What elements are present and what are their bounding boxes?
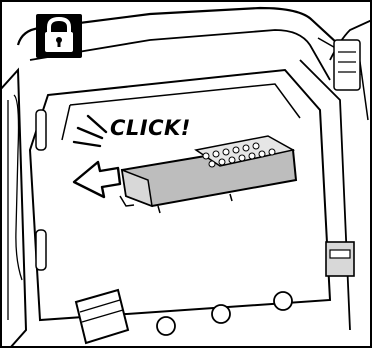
lock-keyhole-slot xyxy=(58,40,61,47)
floor-hole xyxy=(212,305,230,323)
right-latch xyxy=(334,40,360,90)
left-clip xyxy=(36,230,46,270)
floor-hole xyxy=(274,292,292,310)
floor-hole xyxy=(157,317,175,335)
left-clip xyxy=(36,110,46,150)
right-connector-slot xyxy=(330,250,350,258)
lock-icon xyxy=(36,14,82,58)
right-connector xyxy=(326,242,354,276)
click-callout: CLICK! xyxy=(110,118,230,139)
